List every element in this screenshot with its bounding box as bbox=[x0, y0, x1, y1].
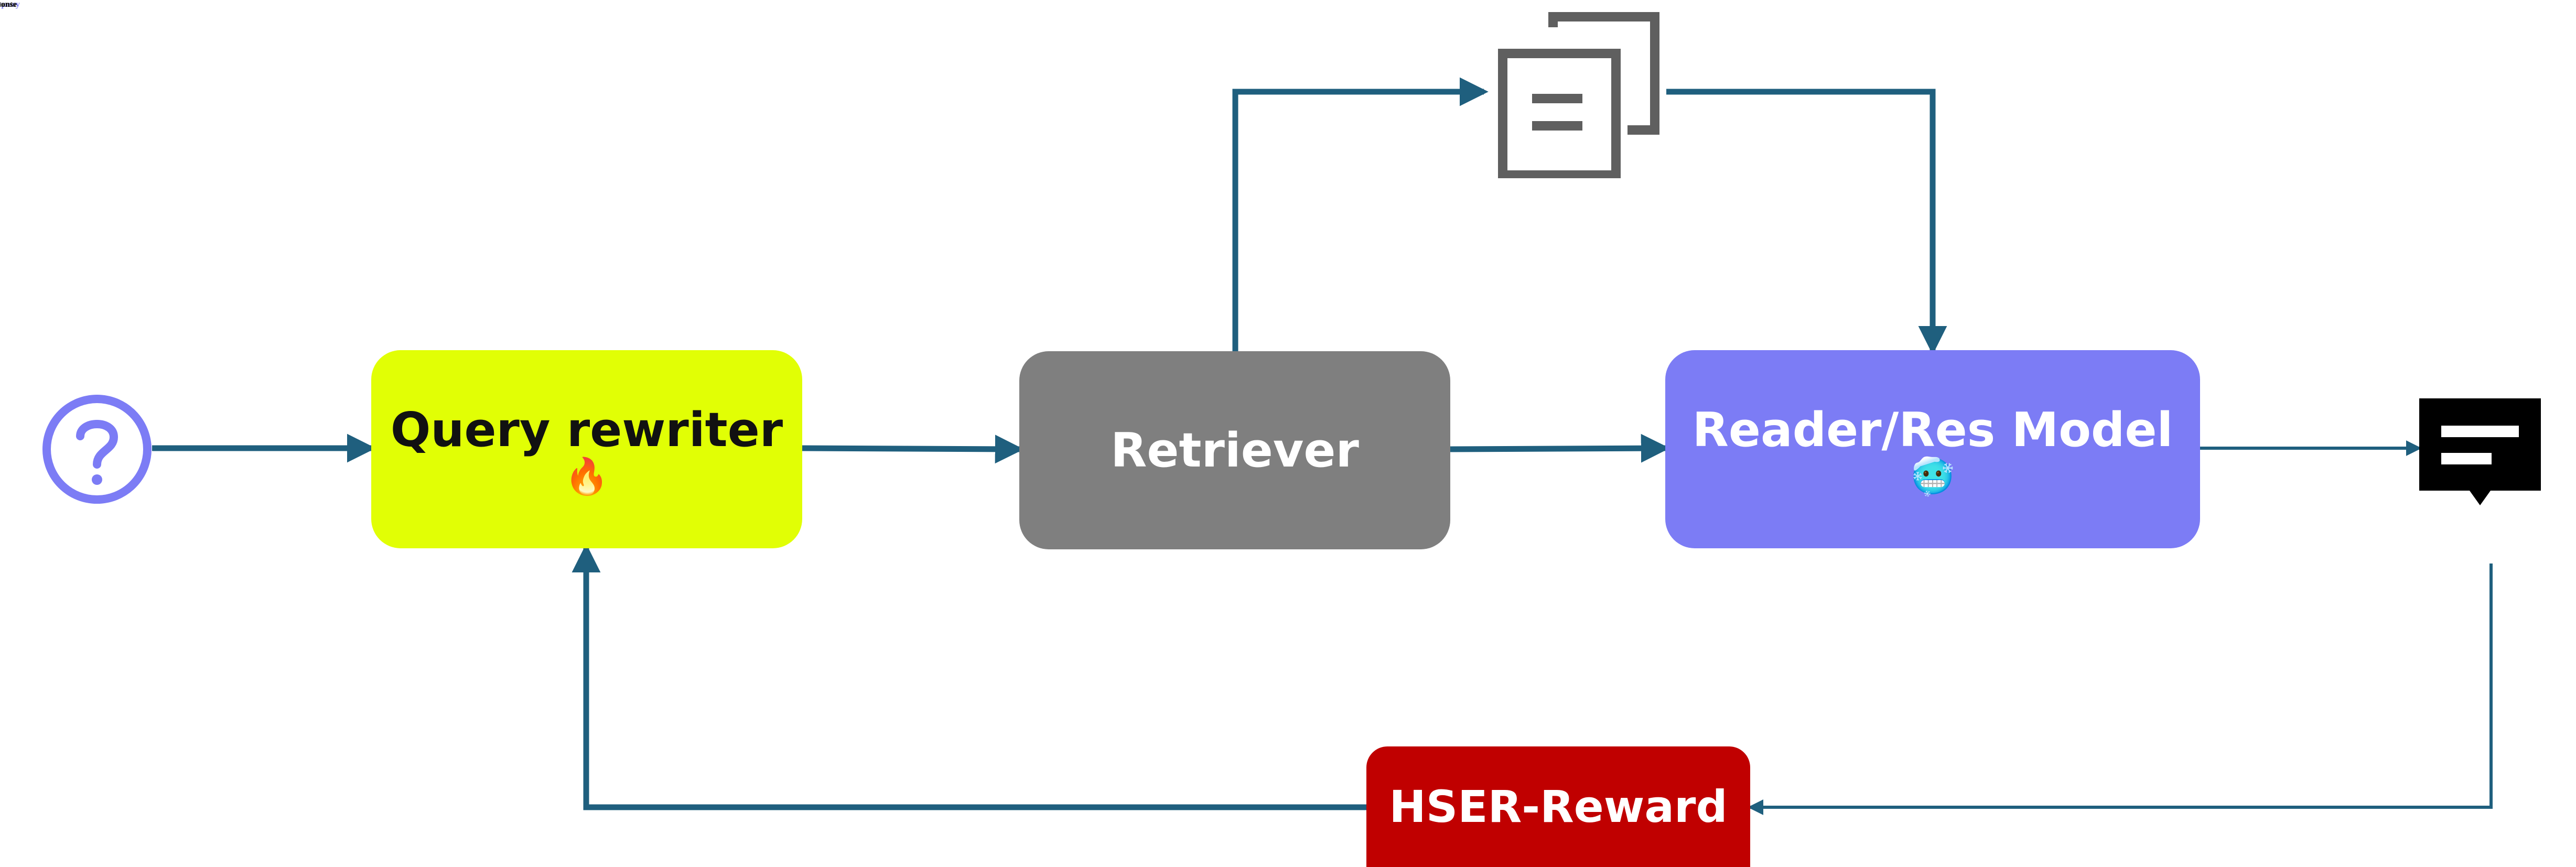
arrow-reward-to-rewriter bbox=[572, 544, 1366, 810]
reader-model-label: Reader/Res Model bbox=[1692, 402, 2173, 458]
hser-reward-label: HSER-Reward bbox=[1389, 781, 1728, 832]
user-query-label: User query bbox=[0, 0, 20, 9]
arrow-retriever-to-contents bbox=[1232, 77, 1489, 351]
hser-reward-box: HSER-Reward bbox=[1366, 746, 1750, 867]
fire-icon: 🔥 bbox=[564, 456, 609, 497]
frozen-face-icon: 🥶 bbox=[1910, 456, 1955, 497]
query-rewriter-label: Query rewriter bbox=[390, 402, 783, 458]
reader-model-box: Reader/Res Model 🥶 bbox=[1665, 350, 2200, 548]
question-circle-icon bbox=[42, 395, 152, 504]
contents-label: Contents bbox=[0, 0, 16, 9]
arrow-response-to-reward bbox=[1748, 563, 2493, 815]
retriever-label: Retriever bbox=[1111, 422, 1359, 478]
arrow-rewriter-to-retriever bbox=[802, 435, 1024, 464]
documents-icon bbox=[1498, 12, 1659, 178]
arrow-contents-to-reader bbox=[1666, 89, 1947, 355]
response-label: Response bbox=[0, 0, 17, 9]
arrow-retriever-to-reader bbox=[1450, 434, 1670, 463]
retriever-box: Retriever bbox=[1019, 351, 1450, 549]
speech-bubble-icon bbox=[2419, 398, 2541, 505]
query-rewriter-box: Query rewriter 🔥 bbox=[371, 350, 802, 548]
